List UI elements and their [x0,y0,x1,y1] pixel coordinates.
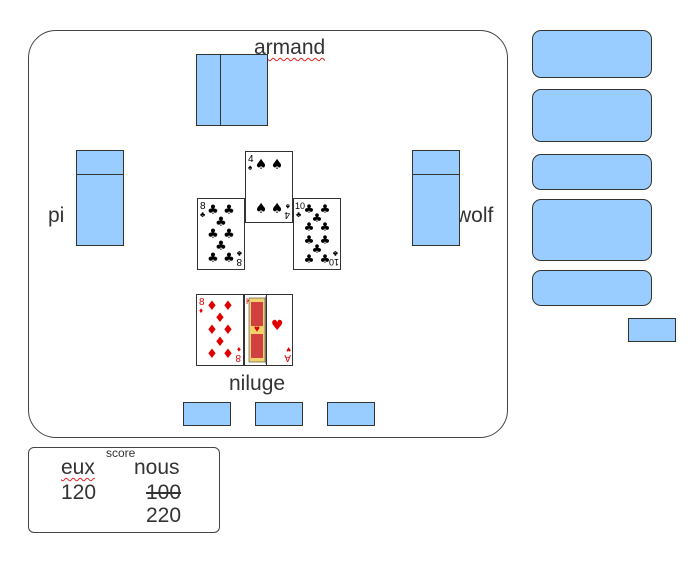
score-panel [28,447,220,533]
side-button-2[interactable] [532,89,652,142]
east-card-back-2 [412,174,460,246]
svg-text:♦: ♦ [206,299,218,314]
svg-text:♦: ♦ [206,323,218,338]
player-name-south: niluge [229,372,286,395]
svg-text:♦: ♦ [214,311,226,326]
svg-text:8: 8 [235,352,241,363]
side-button-3[interactable] [532,154,652,190]
svg-text:♣: ♣ [207,203,219,218]
svg-text:♣: ♣ [215,239,227,254]
svg-text:♦: ♦ [222,347,234,362]
svg-text:♣: ♣ [236,249,242,258]
svg-text:♦: ♦ [237,345,241,354]
trick-card-north: 4 ♠ ♠♠ ♠♠ 4 ♠ [245,151,293,223]
svg-text:♣: ♣ [207,227,219,242]
trick-card-east-rank: 10 [295,201,305,211]
score-label-nous: nous [134,456,180,479]
game-table [28,30,508,438]
svg-text:♠: ♠ [255,201,268,217]
score-nous-old-value: 100 [146,481,182,504]
svg-text:♣: ♣ [312,242,323,256]
svg-text:♣: ♣ [304,202,315,216]
side-button-4[interactable] [532,199,652,261]
svg-text:♥: ♥ [254,324,260,335]
svg-text:♣: ♣ [223,227,235,242]
svg-text:♦: ♦ [222,323,234,338]
south-action-button-1[interactable] [183,402,231,426]
svg-text:♣: ♣ [304,220,315,234]
svg-text:♠: ♠ [271,157,284,173]
hand-card-1-rank: 8 [199,297,205,308]
side-small-button[interactable] [628,318,676,342]
svg-text:♠: ♠ [255,157,268,173]
score-title: score [106,446,136,460]
svg-text:♦: ♦ [214,335,226,350]
svg-text:♠: ♠ [248,163,253,172]
west-card-back-2 [76,174,124,246]
hand-card-ace-hearts[interactable]: ♥ A ♥ [266,294,293,366]
svg-text:♦: ♦ [199,306,203,315]
svg-text:♠: ♠ [271,201,284,217]
svg-text:8: 8 [236,256,242,267]
south-action-button-2[interactable] [255,402,303,426]
svg-text:♣: ♣ [312,211,323,225]
trick-card-north-rank: 4 [248,154,254,165]
trick-card-west-rank: 8 [200,201,206,212]
score-eux-value: 120 [61,481,97,504]
svg-text:10: 10 [329,257,339,267]
svg-text:♥: ♥ [286,345,291,354]
svg-text:♣: ♣ [200,210,206,219]
svg-text:♠: ♠ [285,202,290,211]
north-card-back-2 [220,54,268,126]
svg-text:4: 4 [284,209,290,220]
trick-card-west: 8 ♣ ♣♣ ♣ ♣♣ ♣ ♣♣ 8 ♣ [197,198,245,270]
svg-text:♣: ♣ [304,252,315,266]
svg-text:♦: ♦ [206,347,218,362]
svg-text:♣: ♣ [320,220,331,234]
svg-text:A: A [284,352,291,363]
svg-text:♣: ♣ [207,251,219,266]
svg-text:♣: ♣ [320,233,331,247]
player-name-east: wolf [456,204,494,227]
score-label-eux: eux [61,456,95,479]
svg-text:♣: ♣ [332,249,338,258]
svg-text:♣: ♣ [320,252,331,266]
svg-text:♦: ♦ [222,299,234,314]
trick-card-east: 10 ♣ ♣♣ ♣ ♣♣ ♣♣ ♣ ♣♣ 10 ♣ [293,198,341,270]
svg-text:♣: ♣ [223,203,235,218]
svg-text:♥: ♥ [271,318,284,334]
player-name-west: pi [48,204,65,227]
side-button-1[interactable] [532,30,652,78]
hand-card-8-diamonds[interactable]: 8 ♦ ♦♦ ♦ ♦♦ ♦ ♦♦ 8 ♦ [196,294,244,366]
svg-text:♣: ♣ [296,210,302,219]
south-action-button-3[interactable] [327,402,375,426]
svg-text:♣: ♣ [215,215,227,230]
svg-text:♣: ♣ [304,233,315,247]
score-nous-value: 220 [146,504,182,527]
svg-text:♣: ♣ [223,251,235,266]
svg-text:♣: ♣ [320,202,331,216]
side-button-5[interactable] [532,270,652,306]
player-name-north: armand [254,36,326,59]
